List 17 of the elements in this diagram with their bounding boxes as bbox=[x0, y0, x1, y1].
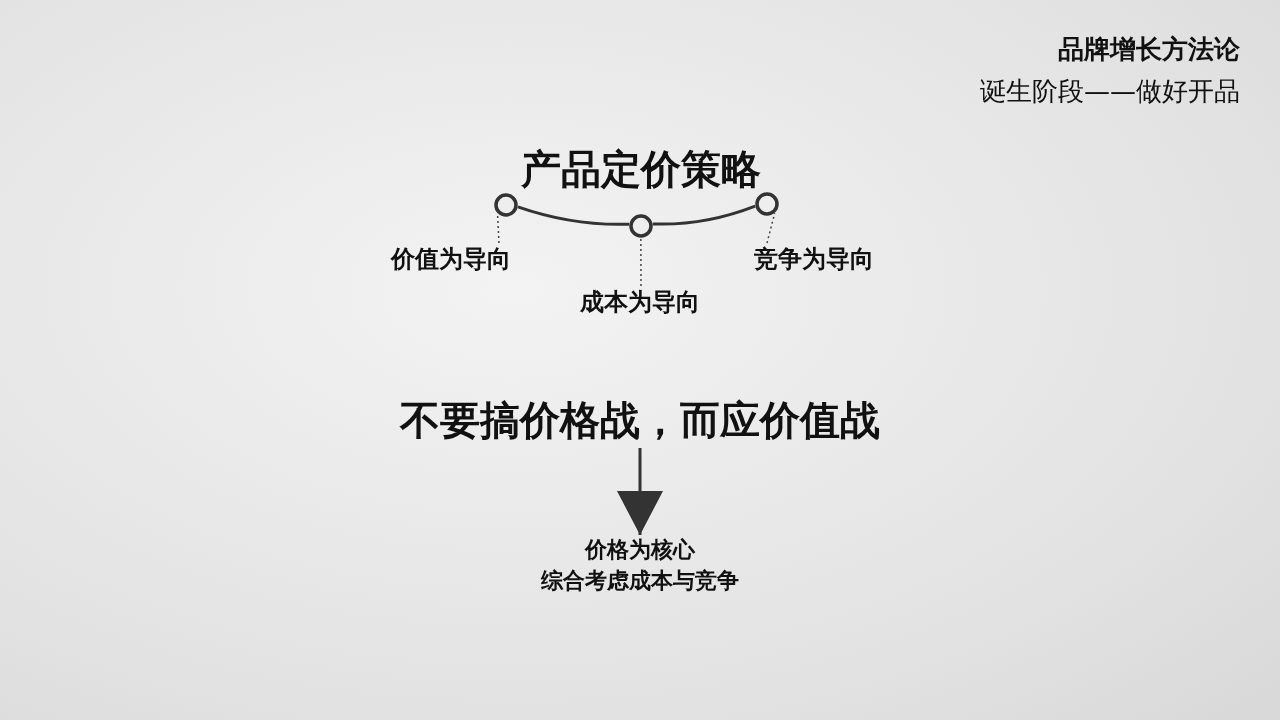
section-heading: 产品定价策略 bbox=[521, 145, 761, 194]
slide-title: 品牌增长方法论 bbox=[1058, 33, 1240, 66]
subtitle: 诞生阶段——做好开品 bbox=[980, 75, 1240, 108]
connector-curve bbox=[517, 205, 630, 226]
headline-text: 不要搞价格战，而应价值战 bbox=[398, 396, 881, 445]
leader-line bbox=[640, 237, 642, 287]
node-text: 综合考虑成本与竞争 bbox=[540, 566, 740, 595]
arrow bbox=[617, 448, 663, 535]
node-text: 竞争为导向 bbox=[753, 244, 875, 275]
node-text: 成本为导向 bbox=[579, 287, 701, 318]
node-circle bbox=[629, 214, 653, 238]
node-text: 价格为核心 bbox=[583, 536, 696, 564]
connector-curve bbox=[652, 204, 756, 226]
node-circle bbox=[755, 192, 779, 216]
leader-line bbox=[766, 212, 776, 244]
node-circle bbox=[494, 193, 518, 217]
node-text: 价值为导向 bbox=[389, 244, 512, 275]
